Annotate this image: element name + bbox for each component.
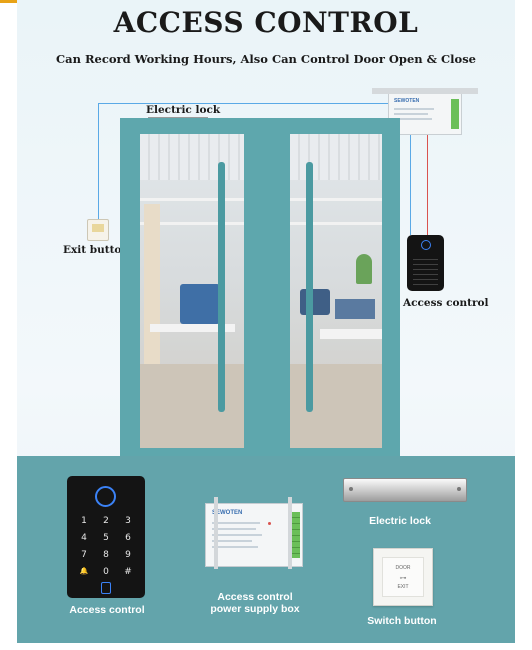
switch-button-product-label: Switch button [367, 615, 437, 627]
keypad-key: 4 [81, 533, 87, 543]
electric-lock-diagram-label: Electric lock [146, 104, 221, 116]
keypad-key: 5 [103, 533, 109, 543]
keypad-key: 7 [81, 550, 87, 560]
keypad-bell-key: 🔔 [79, 567, 89, 575]
access-control-diagram-label: Access control [403, 297, 489, 309]
keypad-key: # [124, 567, 132, 577]
blue-wire-left [98, 103, 99, 221]
keypad-key: 9 [125, 550, 131, 560]
access-control-keypad-product: 1 2 3 4 5 6 7 8 9 🔔 0 # [67, 476, 145, 598]
switch-text-bottom: EXIT [397, 584, 409, 590]
glass-door-frame [120, 118, 400, 456]
keypad-product-label: Access control [69, 604, 145, 616]
keypad-key: 8 [103, 550, 109, 560]
fingerprint-sensor-icon [95, 486, 116, 507]
corner-accent [0, 0, 22, 3]
power-supply-box-product: SEWOTEN [205, 503, 303, 567]
power-box-product-label-line1: Access control [217, 591, 293, 603]
keypad-key: 0 [103, 567, 109, 577]
switch-text-top: DOOR [395, 565, 411, 571]
power-box-product-brand: SEWOTEN [212, 510, 243, 516]
exit-button-diagram-label: Exit button [63, 244, 130, 256]
poster-title: ACCESS CONTROL [113, 6, 419, 39]
power-box-product-mount [214, 497, 292, 569]
keypad-key: 6 [125, 533, 131, 543]
power-box-mount-bar [372, 88, 478, 94]
electric-lock-product-label: Electric lock [369, 515, 431, 527]
access-control-reader-diagram [407, 235, 444, 291]
right-door-handle [306, 162, 313, 412]
blue-wire-right [410, 135, 411, 235]
electric-lock-product [343, 478, 467, 502]
key-icon: ⊶ [399, 575, 407, 582]
poster-subtitle: Can Record Working Hours, Also Can Contr… [56, 52, 476, 66]
door-center-divider [244, 134, 290, 448]
power-supply-box-diagram: SEWOTEN [388, 93, 462, 135]
exit-switch-button-product: DOOR ⊶ EXIT [373, 548, 433, 606]
red-wire-right [427, 135, 428, 235]
power-box-product-label-line2: power supply box [210, 603, 300, 615]
exit-button-diagram [87, 219, 109, 241]
power-box-brand-text: SEWOTEN [394, 98, 420, 104]
left-door-glass [140, 134, 244, 448]
blue-wire-top [98, 103, 398, 104]
card-reader-icon [101, 582, 111, 594]
keypad-key: 1 [81, 516, 87, 526]
switch-inner-plate: DOOR ⊶ EXIT [382, 557, 424, 597]
keypad-key: 2 [103, 516, 109, 526]
keypad-key: 3 [125, 516, 131, 526]
right-door-glass [290, 134, 382, 448]
left-door-handle [218, 162, 225, 412]
